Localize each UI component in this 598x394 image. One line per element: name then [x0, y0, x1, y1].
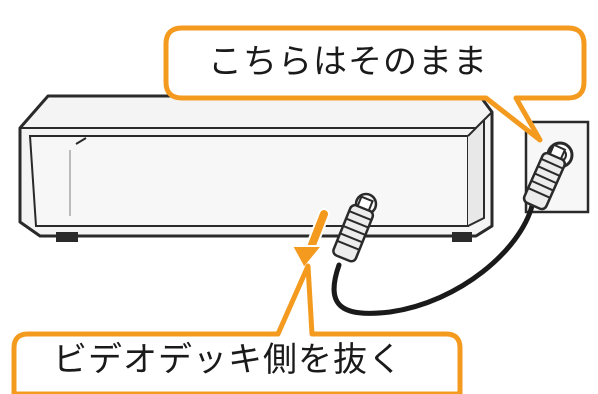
- callout-bottom-text: ビデオデッキ側を抜く: [53, 340, 403, 380]
- video-deck: [18, 94, 494, 242]
- antenna-cable: [331, 203, 535, 316]
- deck-side-plug: [332, 195, 375, 263]
- callout-top-bubble: [163, 25, 587, 143]
- wall-side-plug: [522, 143, 567, 211]
- callout-top-text: こちらはそのまま: [208, 42, 488, 82]
- arrow-down-left-icon: [290, 208, 330, 270]
- callout-bottom-bubble: [11, 263, 463, 394]
